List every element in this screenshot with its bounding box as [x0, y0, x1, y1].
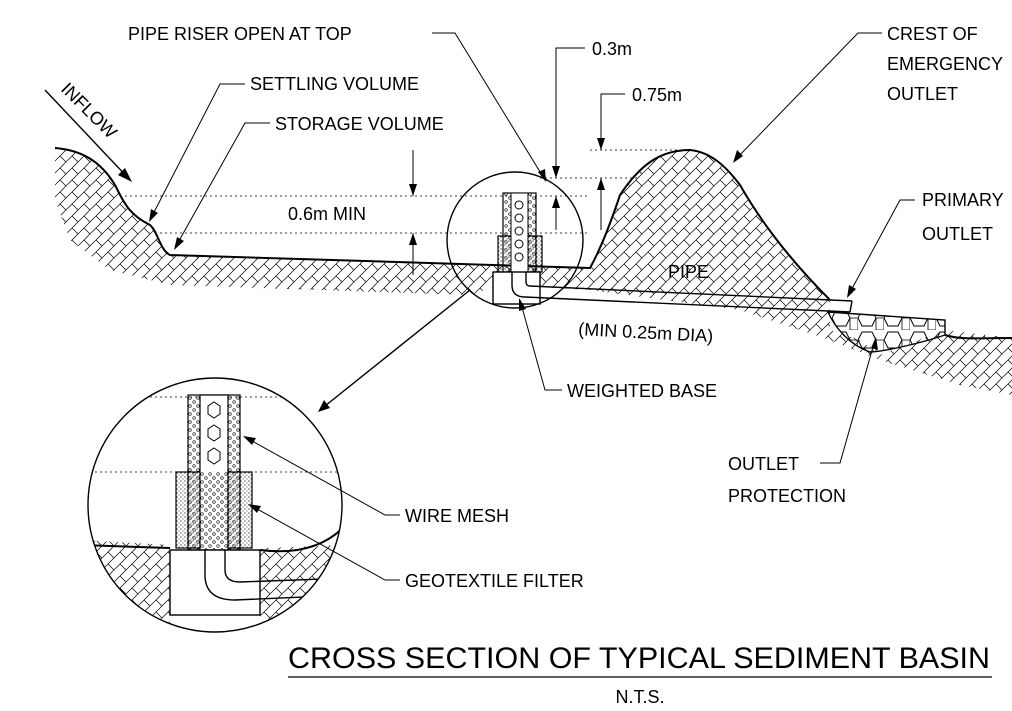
dim-0.3m-arrows	[552, 47, 585, 230]
label-dim-0.3m: 0.3m	[592, 39, 632, 59]
label-dim-0.6m: 0.6m MIN	[288, 204, 366, 224]
label-storage-volume: STORAGE VOLUME	[275, 114, 444, 134]
label-dim-0.75m: 0.75m	[632, 85, 682, 105]
dim-0.6m-arrows	[409, 150, 417, 275]
label-primary-2: OUTLET	[922, 224, 993, 244]
detail-callout-circle	[446, 171, 584, 309]
detail-circle	[87, 377, 343, 633]
detail-view	[88, 394, 342, 632]
label-outlet-protection-1: OUTLET	[728, 454, 799, 474]
leaders	[149, 32, 915, 581]
downstream-ground	[944, 334, 1012, 340]
outlet-pipe	[511, 272, 853, 313]
label-geotextile: GEOTEXTILE FILTER	[405, 571, 584, 591]
label-pipe: PIPE	[668, 262, 709, 282]
label-pipe-dia: (MIN 0.25m DIA)	[578, 319, 714, 346]
label-primary-1: PRIMARY	[922, 190, 1004, 210]
label-settling-volume: SETTLING VOLUME	[250, 74, 419, 94]
dim-0.75m-arrows	[597, 93, 625, 230]
ground-line	[54, 147, 831, 301]
label-inflow: INFLOW	[57, 79, 121, 143]
drawing-subtitle: N.T.S.	[615, 687, 664, 707]
label-outlet-protection-2: PROTECTION	[728, 486, 846, 506]
label-crest-3: OUTLET	[887, 84, 958, 104]
inflow-arrow	[44, 89, 132, 182]
callout-leader	[319, 289, 471, 411]
label-crest-1: CREST OF	[887, 24, 978, 44]
drawing-title: CROSS SECTION OF TYPICAL SEDIMENT BASIN	[288, 642, 990, 675]
label-wire-mesh: WIRE MESH	[405, 506, 509, 526]
label-pipe-riser: PIPE RISER OPEN AT TOP	[128, 24, 352, 44]
label-crest-2: EMERGENCY	[887, 54, 1003, 74]
label-weighted-base: WEIGHTED BASE	[567, 381, 717, 401]
pipe-riser	[492, 192, 543, 305]
